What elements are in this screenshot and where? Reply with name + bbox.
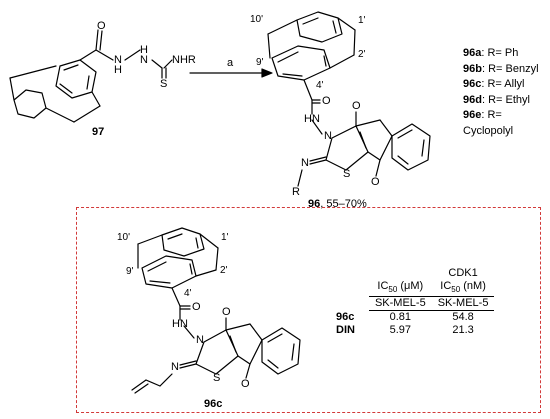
inset-compound-label-96c: 96c xyxy=(204,398,223,410)
product-quinone-oxygen-top: O xyxy=(352,100,361,112)
inset-sulfur: S xyxy=(213,372,221,384)
inset-amide-oxygen: O xyxy=(192,301,201,313)
table-header-row-3: SK-MEL-5 SK-MEL-5 xyxy=(330,296,495,312)
inset-ring-nitrogen: N xyxy=(196,334,204,346)
header-cdk1: CDK1 xyxy=(448,267,478,279)
product-position-1: 1' xyxy=(358,15,366,26)
r-group-96d: 96d: R= Ethyl xyxy=(463,93,530,106)
product-r-group: R xyxy=(292,186,300,198)
table-row: 96c 0.81 54.8 xyxy=(330,311,494,325)
sm-hydrogen-right-label: H xyxy=(140,44,148,56)
r-group-96c: 96c: R= Allyl xyxy=(463,78,525,90)
inset-position-10: 10' xyxy=(117,232,131,243)
product-position-2: 2' xyxy=(358,49,366,60)
sm-nitrogen-right-label: N xyxy=(140,54,148,66)
value-ic50-96c: 0.81 xyxy=(389,311,412,324)
table-header-row-2: IC50 (μM) IC50 (nM) xyxy=(330,280,494,297)
sm-nitrogen-left-label: N xyxy=(114,54,122,66)
product-ring-nitrogen: N xyxy=(324,130,332,142)
value-cdk1-din: 21.3 xyxy=(452,324,474,337)
sm-hydrogen-left-label: H xyxy=(114,64,122,76)
inset-position-1: 1' xyxy=(221,232,229,243)
product-sulfur: S xyxy=(343,168,351,180)
inset-position-9: 9' xyxy=(126,266,134,277)
reaction-arrow xyxy=(189,68,273,78)
product-96-structure xyxy=(267,11,431,187)
header-ic50-um: IC50 (μM) xyxy=(377,280,424,295)
activity-table: CDK1 IC50 (μM) IC50 (nM) SK-MEL-5 SK-MEL… xyxy=(330,267,495,337)
inset-position-2: 2' xyxy=(220,265,228,276)
compound-label-97: 97 xyxy=(92,126,105,138)
inset-quinone-oxygen-top: O xyxy=(222,306,231,318)
reagent-label: a xyxy=(227,57,234,69)
value-ic50-din: 5.97 xyxy=(389,324,412,337)
inset-quinone-oxygen-bottom: O xyxy=(241,378,250,390)
product-position-9: 9' xyxy=(256,57,264,68)
row-name-96c: 96c xyxy=(336,310,355,323)
product-imine-nitrogen: N xyxy=(301,157,309,169)
header-cell-line-2: SK-MEL-5 xyxy=(431,296,495,312)
header-cell-line-1: SK-MEL-5 xyxy=(368,296,432,312)
r-group-96b: 96b: R= Benzyl xyxy=(463,62,539,75)
product-position-10: 10' xyxy=(250,14,264,25)
inset-imine-nitrogen: N xyxy=(171,361,179,373)
inset-position-4: 4' xyxy=(184,288,192,299)
paracyclophane-97-structure xyxy=(9,29,173,123)
header-ic50-nm: IC50 (nM) xyxy=(440,280,486,295)
inset-dashed-box xyxy=(76,207,541,413)
r-group-96a: 96a: R= Ph xyxy=(463,47,519,59)
product-hn-label: HN xyxy=(304,113,320,125)
inset-96c-structure xyxy=(131,227,301,394)
product-position-4: 4' xyxy=(316,80,324,91)
r-group-list: 96a: R= Ph 96b: R= Benzyl 96c: R= Allyl … xyxy=(463,46,550,139)
sm-nhr-label: NHR xyxy=(172,54,196,66)
table-header-row-1: CDK1 xyxy=(330,267,494,280)
product-amide-oxygen: O xyxy=(322,95,331,107)
sm-sulfur-label: S xyxy=(160,78,168,90)
sm-oxygen-label: O xyxy=(97,20,106,32)
table-row: DIN 5.97 21.3 xyxy=(330,324,494,337)
row-name-din: DIN xyxy=(336,324,355,337)
inset-hn-label: HN xyxy=(172,318,188,330)
r-group-96e: 96e: R= Cyclopolyl xyxy=(463,109,514,137)
product-quinone-oxygen-bottom: O xyxy=(371,176,380,188)
value-cdk1-96c: 54.8 xyxy=(452,311,474,324)
